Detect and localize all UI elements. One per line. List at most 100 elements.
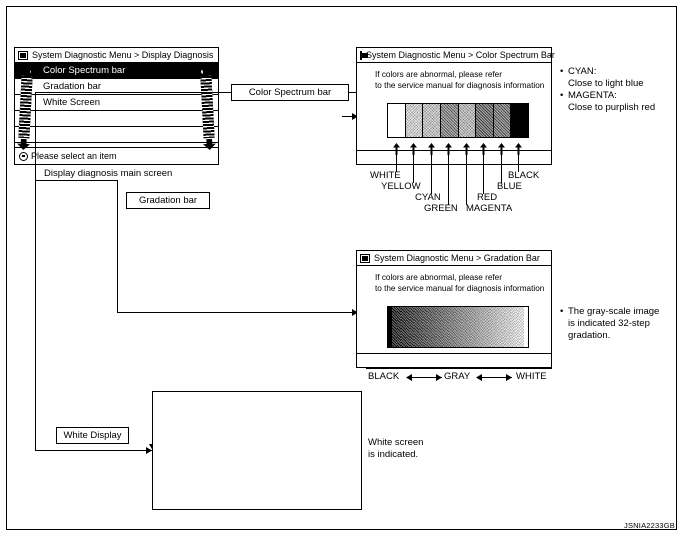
menu-panel-titlebar: System Diagnostic Menu > Display Diagnos… [15, 48, 218, 63]
gradation-step [418, 307, 423, 347]
gradation-step [462, 307, 467, 347]
menu-item-label: Color Spectrum bar [43, 65, 126, 76]
scroll-up-arrow-icon[interactable] [21, 64, 35, 76]
gradation-label-black: BLACK [368, 371, 400, 382]
spectrum-label-magenta: MAGENTA [466, 203, 513, 214]
gradation-arrowhead-left-2 [476, 374, 482, 381]
spectrum-segment-magenta [458, 104, 477, 137]
annotation-cyan: • CYAN: Close to light blue [560, 66, 644, 90]
gradation-step [392, 307, 397, 347]
gradation-step [471, 307, 476, 347]
white-screen-caption: White screen is indicated. [368, 437, 423, 461]
spectrum-leader-line [396, 155, 397, 172]
gradation-step [388, 307, 393, 347]
gradation-step [466, 307, 472, 347]
spectrum-tick-arrow [393, 143, 400, 155]
gradation-step [484, 307, 489, 347]
gradation-step [414, 307, 419, 347]
gradation-step [440, 307, 445, 347]
connector-branch-gradation-h0 [35, 180, 118, 181]
gradation-step [453, 307, 458, 347]
gradation-step [493, 307, 498, 347]
color-spectrum-bar-graphic [387, 103, 529, 138]
spectrum-label-cyan: CYAN [415, 192, 441, 203]
spectrum-label-white: WHITE [370, 170, 401, 181]
gradation-step [431, 307, 437, 347]
gradation-note: If colors are abnormal, please refer to … [375, 273, 544, 294]
arrow-into-gradation-panel [352, 309, 358, 316]
gradation-scale-rule [366, 368, 552, 369]
connector-branch-white-h [35, 450, 153, 451]
connector-spectrum-into-panel [342, 116, 356, 117]
gradation-panel-titlebar: System Diagnostic Menu > Gradation Bar [357, 251, 551, 266]
gradation-step [409, 307, 415, 347]
menu-item-white-screen[interactable]: White Screen [15, 95, 218, 111]
menu-icon [360, 50, 368, 60]
menu-status-bar: Please select an item [15, 147, 218, 164]
gradation-step [423, 307, 428, 347]
gradation-step [523, 307, 528, 347]
menu-item-color-spectrum-bar[interactable]: Color Spectrum bar [15, 63, 218, 79]
spectrum-leader-line [466, 155, 467, 205]
gradation-label-gray: GRAY [444, 371, 471, 382]
menu-item-empty-1[interactable] [15, 111, 218, 127]
spectrum-label-yellow: YELLOW [381, 181, 421, 192]
figure-border [6, 6, 677, 530]
annotation-magenta-title: MAGENTA: [568, 90, 617, 101]
spectrum-segment-cyan [423, 104, 441, 137]
gradation-step [475, 307, 480, 347]
callout-label: Gradation bar [138, 195, 198, 206]
connector-trunk [35, 165, 36, 450]
spectrum-note: If colors are abnormal, please refer to … [375, 70, 544, 91]
callout-color-spectrum-bar[interactable]: Color Spectrum bar [231, 84, 349, 101]
spectrum-label-red: RED [477, 192, 498, 203]
scroll-up-arrow-icon[interactable] [199, 64, 213, 76]
callout-gradation-bar[interactable]: Gradation bar [126, 192, 210, 209]
spectrum-segment-blue [493, 104, 512, 137]
spectrum-segment-green [440, 104, 459, 137]
spectrum-label-blue: BLUE [497, 181, 522, 192]
annotation-gradation-line1: The gray-scale image [568, 306, 660, 317]
bullet-icon: • [560, 90, 564, 101]
arrow-into-spectrum-panel [352, 113, 358, 120]
gradation-step [519, 307, 524, 347]
spectrum-tick-arrow [445, 143, 452, 155]
callout-white-display[interactable]: White Display [56, 427, 129, 444]
scroll-track-icon [18, 75, 33, 139]
spectrum-panel-titlebar: System Diagnostic Menu > Color Spectrum … [357, 48, 555, 63]
menu-item-empty-2[interactable] [15, 127, 218, 143]
gradation-arrowhead-right-1 [436, 374, 442, 381]
gradation-step [506, 307, 511, 347]
spectrum-segment-red [476, 104, 494, 137]
annotation-magenta-desc: Close to purplish red [568, 102, 656, 113]
spectrum-tick-arrow [498, 143, 505, 155]
gradation-step [449, 307, 454, 347]
callout-label: White Display [63, 430, 122, 441]
white-screen-display [152, 391, 362, 510]
gradation-step [458, 307, 463, 347]
color-spectrum-bar-panel: System Diagnostic Menu > Color Spectrum … [356, 47, 555, 165]
spectrum-label-black: BLACK [508, 170, 540, 181]
spectrum-tick-arrow [515, 143, 522, 155]
spectrum-segment-white [388, 104, 406, 137]
menu-item-gradation-bar[interactable]: Gradation bar [15, 79, 218, 95]
spectrum-tick-arrow [480, 143, 487, 155]
gradation-step [405, 307, 410, 347]
gradation-arrow-line-2 [478, 377, 512, 378]
connector-branch-spectrum-h [35, 92, 231, 93]
gradation-arrowhead-right-2 [506, 374, 512, 381]
gradation-step [436, 307, 441, 347]
menu-item-label: Gradation bar [43, 81, 102, 92]
gradation-step [497, 307, 502, 347]
spectrum-tick-arrow [463, 143, 470, 155]
gradation-label-white: WHITE [516, 371, 547, 382]
spectrum-tick-arrow [410, 143, 417, 155]
gradation-step [488, 307, 493, 347]
annotation-gradation-line2: is indicated 32-step [568, 318, 650, 329]
spectrum-panel-title: System Diagnostic Menu > Color Spectrum … [366, 50, 555, 60]
gradation-step [510, 307, 515, 347]
spectrum-leader-line [501, 155, 502, 183]
annotation-magenta: • MAGENTA: Close to purplish red [560, 90, 655, 114]
figure-reference-code: JSNIA2233GB [624, 521, 675, 530]
